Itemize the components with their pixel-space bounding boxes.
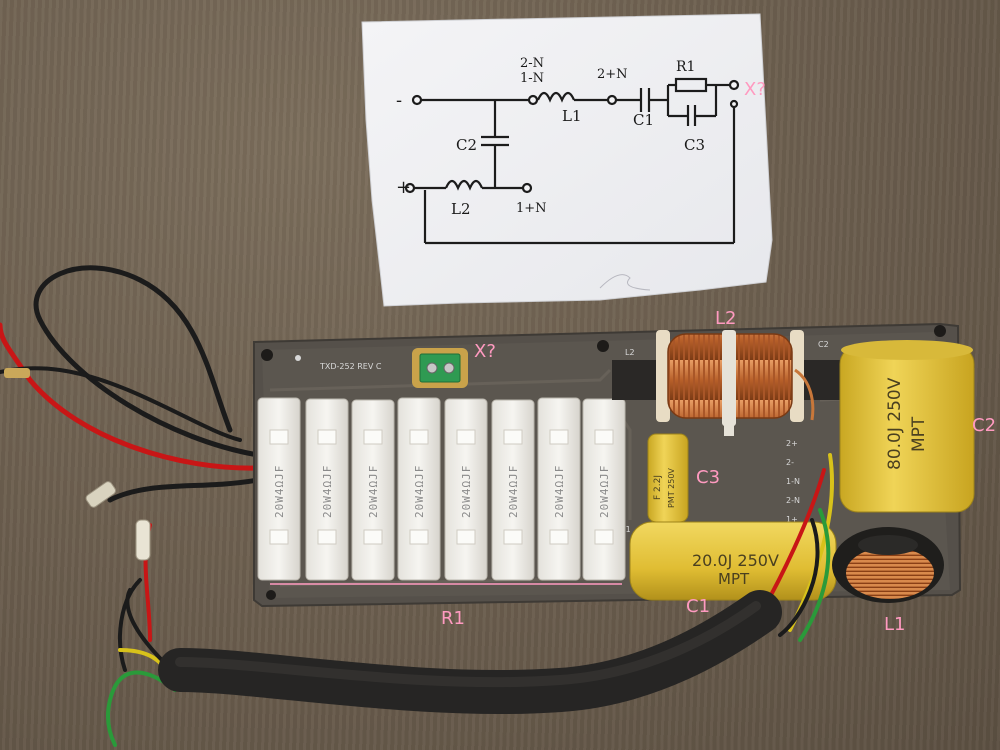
resistor-marking: 20W4ΩJF: [273, 465, 286, 518]
annotation-r1: R1: [441, 608, 465, 629]
schematic-x-label: X?: [744, 79, 766, 100]
resistor: 20W4ΩJF: [305, 398, 349, 581]
resistor: 20W4ΩJF: [397, 397, 441, 581]
annotation-l2: L2: [715, 308, 736, 329]
resistor: 20W4ΩJF: [491, 399, 535, 581]
schematic-l1: L1: [562, 107, 582, 125]
pencil-scribble: [599, 274, 651, 291]
resistor-marking: 20W4ΩJF: [598, 465, 611, 518]
crimp-terminal: [135, 519, 151, 561]
schematic-c2: C2: [456, 136, 477, 154]
mounting-hole: [266, 590, 276, 600]
inductor-l1: [832, 527, 944, 603]
schematic-labels: - + 2-N 1-N 2+N 1+N L1 L2 C1 C2 C3 R1: [396, 56, 705, 218]
annotation-c3: C3: [696, 467, 720, 488]
c1-marking-b: MPT: [718, 570, 750, 588]
schematic-2n: 2-N: [520, 56, 544, 71]
resistor: 20W4ΩJF: [537, 397, 581, 581]
schematic-2p: 2+N: [597, 67, 628, 82]
schematic-1p: 1+N: [516, 201, 547, 216]
annotation-c1: C1: [686, 596, 710, 617]
pin-label: 2-: [786, 458, 794, 467]
speaker-wires: [0, 265, 261, 672]
annotation-l1: L1: [884, 614, 905, 635]
c1-marking-a: 20.0J 250V: [692, 551, 779, 570]
resistor-marking: 20W4ΩJF: [321, 465, 334, 518]
pin-label: 2-N: [786, 496, 800, 505]
pin-label: 2+: [786, 439, 798, 448]
resistor: 20W4ΩJF: [444, 398, 488, 581]
resistor-marking: 20W4ΩJF: [553, 465, 566, 518]
inductor-l2: [612, 330, 840, 436]
pcb-pin-labels: 2+ 2- 1-N 2-N 1+: [786, 439, 800, 524]
schematic-paper: - + 2-N 1-N 2+N 1+N L1 L2 C1 C2 C3 R1 X?: [361, 13, 773, 307]
resistor-bank: 20W4ΩJF 20W4ΩJF 20W4ΩJF 20W4ΩJF 20W4ΩJF 20W4Ω…: [257, 397, 626, 581]
foam-sleeve: [158, 590, 782, 715]
capacitor-c1: 20.0J 250V MPT: [629, 521, 837, 601]
crimp-terminal: [85, 481, 117, 508]
c3-marking-a: F 2.2J: [653, 475, 663, 500]
c2-marking-b: MPT: [909, 416, 929, 452]
annotations: X? L2 C3 C2 C1 R1 L1: [441, 308, 996, 635]
schematic-c1: C1: [633, 111, 654, 129]
mounting-hole: [597, 340, 609, 352]
resistor: 20W4ΩJF: [582, 398, 626, 581]
pcb-silk-c2: C2: [818, 340, 829, 349]
schematic-minus: -: [396, 90, 402, 111]
c2-marking-a: 80.0J 250V: [885, 377, 905, 470]
pcb-silk-l2: L2: [625, 348, 635, 357]
schematic-c3: C3: [684, 136, 705, 154]
crimp-terminal: [4, 368, 30, 378]
capacitor-c3: F 2.2J PMT 250V: [647, 433, 689, 523]
resistor-marking: 20W4ΩJF: [507, 465, 520, 518]
mounting-hole: [934, 325, 946, 337]
mounting-hole: [261, 349, 273, 361]
resistor: 20W4ΩJF: [257, 397, 301, 581]
annotation-x: X?: [474, 341, 496, 362]
schematic-1n: 1-N: [520, 71, 544, 86]
schematic-wires: [404, 77, 740, 245]
pcb-silkscreen-title: TXD-252 REV C: [319, 362, 382, 371]
schematic-r1: R1: [676, 59, 695, 75]
resistor: 20W4ΩJF: [351, 399, 395, 581]
c3-marking-b: PMT 250V: [667, 468, 676, 508]
resistor-marking: 20W4ΩJF: [460, 465, 473, 518]
schematic-l2: L2: [451, 200, 471, 218]
capacitor-c2: 80.0J 250V MPT: [839, 340, 975, 513]
resistor-marking: 20W4ΩJF: [367, 465, 380, 518]
terminal-block: [412, 348, 468, 388]
resistor-marking: 20W4ΩJF: [413, 465, 426, 518]
schematic-plus: +: [396, 177, 411, 198]
annotation-c2: C2: [972, 415, 996, 436]
pcb-dot: [295, 355, 301, 361]
pin-label: 1+: [786, 515, 798, 524]
pin-label: 1-N: [786, 477, 800, 486]
